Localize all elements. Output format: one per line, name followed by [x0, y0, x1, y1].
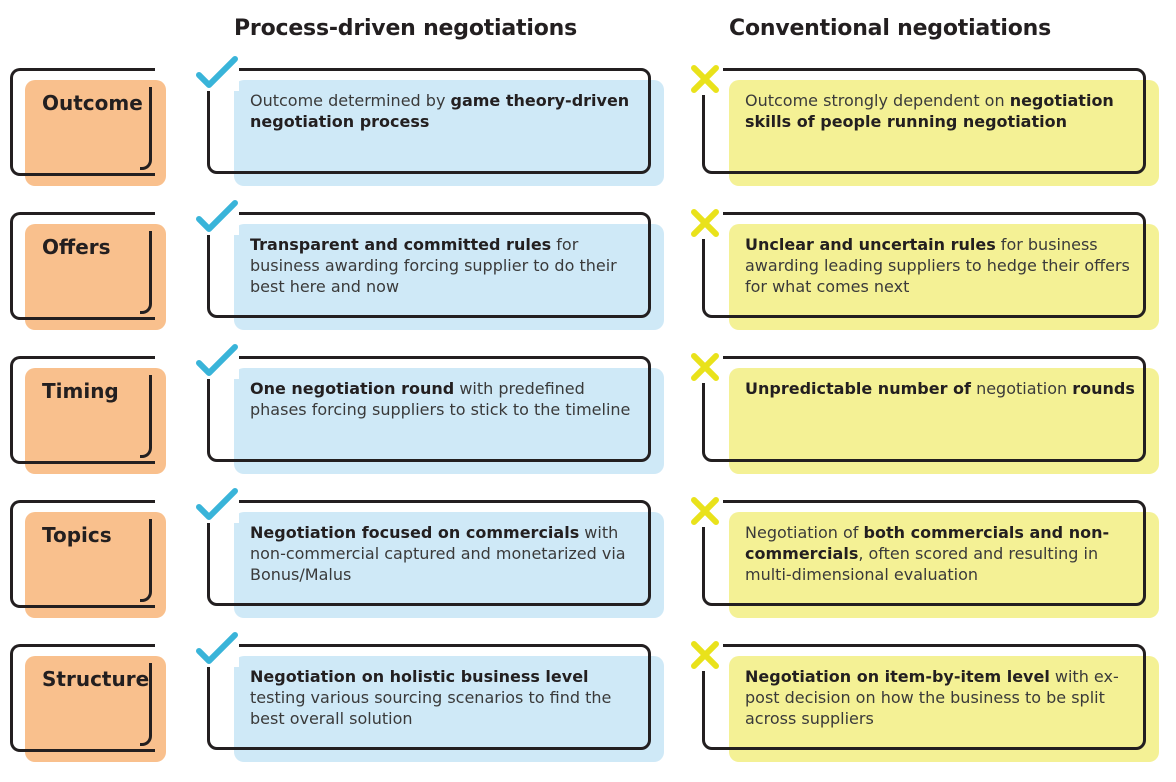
comparison-row-timing: Timing One negotiation round with predefi… [0, 344, 1176, 493]
cross-icon [689, 639, 723, 671]
text-regular: testing various sourcing scenarios to fi… [250, 688, 612, 728]
text-bold: Transparent and committed rules [250, 235, 552, 254]
text-bold: Unpredictable number of [745, 379, 971, 398]
process-cell-outline [207, 68, 651, 174]
process-cell-background [234, 80, 664, 186]
conventional-cell-text: Negotiation on item-by-item level with e… [745, 666, 1137, 729]
conventional-cell-background [729, 368, 1159, 474]
process-cell-text: Transparent and committed rules for busi… [250, 234, 642, 297]
process-cell-text: Negotiation focused on commercials with … [250, 522, 642, 585]
text-regular: for business awarding forcing supplier t… [250, 235, 617, 296]
conventional-cell-text: Unpredictable number of negotiation roun… [745, 378, 1137, 399]
text-regular: with predefined phases forcing suppliers… [250, 379, 631, 419]
process-cell-text: Outcome determined by game theory-driven… [250, 90, 642, 132]
comparison-row-outcome: Outcome Outcome determined by game theory… [0, 56, 1176, 205]
conventional-column-header: Conventional negotiations [729, 16, 1052, 41]
cross-icon [689, 495, 723, 527]
category-outline [10, 500, 155, 608]
cross-icon [689, 63, 723, 95]
comparison-row-offers: Offers Transparent and committed rules fo… [0, 200, 1176, 349]
text-bold: negotiation skills of people running neg… [745, 91, 1114, 131]
conventional-cell-background [729, 224, 1159, 330]
conventional-cell-text: Unclear and uncertain rules for business… [745, 234, 1137, 297]
text-bold: Unclear and uncertain rules [745, 235, 996, 254]
category-outline-right [140, 663, 152, 746]
text-bold: One negotiation round [250, 379, 455, 398]
process-cell-outline [207, 500, 651, 606]
process-cell-background [234, 368, 664, 474]
process-column-header: Process-driven negotiations [234, 16, 577, 41]
text-bold: rounds [1072, 379, 1135, 398]
check-icon [195, 632, 239, 667]
process-cell-text: One negotiation round with predefined ph… [250, 378, 642, 420]
comparison-row-structure: Structure Negotiation on holistic busines… [0, 632, 1176, 781]
conventional-cell-outline [702, 644, 1146, 750]
category-outline-right [140, 375, 152, 458]
text-regular: Outcome strongly dependent on [745, 91, 1010, 110]
category-outline [10, 644, 155, 752]
category-outline-right [140, 519, 152, 602]
text-bold: Negotiation on holistic business level [250, 667, 589, 686]
process-cell-text: Negotiation on holistic business level t… [250, 666, 642, 729]
category-outline-right [140, 231, 152, 314]
conventional-cell-background [729, 656, 1159, 762]
text-regular: for business awarding leading suppliers … [745, 235, 1130, 296]
process-cell-background [234, 512, 664, 618]
text-regular: Outcome determined by [250, 91, 451, 110]
category-label: Offers [42, 235, 111, 259]
conventional-cell-outline [702, 356, 1146, 462]
category-label: Outcome [42, 91, 143, 115]
cross-icon [689, 207, 723, 239]
text-bold: game theory-driven negotiation process [250, 91, 630, 131]
check-icon [195, 200, 239, 235]
process-cell-background [234, 656, 664, 762]
conventional-cell-background [729, 80, 1159, 186]
conventional-cell-outline [702, 500, 1146, 606]
category-outline [10, 356, 155, 464]
conventional-cell-text: Outcome strongly dependent on negotiatio… [745, 90, 1137, 132]
text-regular: , often scored and resulting in multi-di… [745, 544, 1099, 584]
text-regular: with non-commercial captured and monetar… [250, 523, 626, 584]
conventional-cell-background [729, 512, 1159, 618]
process-cell-background [234, 224, 664, 330]
category-outline-right [140, 87, 152, 170]
text-bold: Negotiation on item-by-item level [745, 667, 1050, 686]
conventional-cell-outline [702, 212, 1146, 318]
text-bold: both commercials and non-commercials [745, 523, 1110, 563]
text-regular: negotiation [970, 379, 1073, 398]
category-label: Topics [42, 523, 112, 547]
text-regular: Negotiation of [745, 523, 864, 542]
text-regular: with ex-post decision on how the busines… [745, 667, 1119, 728]
process-cell-outline [207, 356, 651, 462]
conventional-cell-outline [702, 68, 1146, 174]
process-cell-outline [207, 644, 651, 750]
comparison-row-topics: Topics Negotiation focused on commercials… [0, 488, 1176, 637]
text-bold: Negotiation focused on commercials [250, 523, 580, 542]
category-label: Timing [42, 379, 119, 403]
check-icon [195, 488, 239, 523]
check-icon [195, 344, 239, 379]
cross-icon [689, 351, 723, 383]
category-label: Structure [42, 667, 150, 691]
process-cell-outline [207, 212, 651, 318]
category-outline [10, 212, 155, 320]
check-icon [195, 56, 239, 91]
conventional-cell-text: Negotiation of both commercials and non-… [745, 522, 1137, 585]
category-outline [10, 68, 155, 176]
